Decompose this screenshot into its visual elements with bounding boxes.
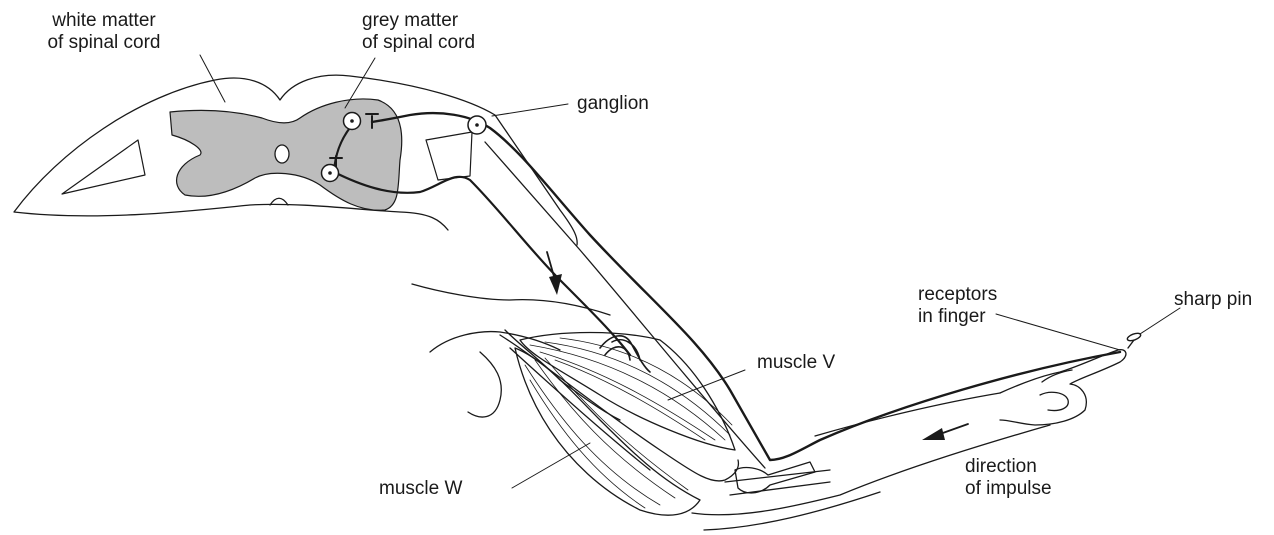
sensory-neurone-outer — [485, 142, 765, 468]
central-canal — [275, 145, 289, 163]
label-receptors: receptors in finger — [918, 284, 997, 328]
label-muscle-v: muscle V — [757, 352, 835, 374]
muscle-v-striations — [530, 338, 732, 440]
label-receptors-line1: receptors — [918, 284, 997, 306]
leader-receptors — [996, 314, 1120, 350]
leader-ganglion — [492, 104, 568, 116]
label-direction-line1: direction — [965, 456, 1052, 478]
label-grey-matter-line1: grey matter — [362, 10, 475, 32]
sharp-pin — [1126, 332, 1141, 348]
arm-lower-edge — [704, 492, 880, 530]
hand — [1000, 350, 1126, 425]
elbow-joint — [735, 462, 815, 493]
leader-sharp-pin — [1140, 308, 1180, 334]
label-receptors-line2: in finger — [918, 306, 997, 328]
thumb — [1040, 392, 1068, 410]
label-muscle-w: muscle W — [379, 478, 462, 500]
label-sharp-pin: sharp pin — [1174, 289, 1252, 311]
impulse-arrow-lower — [922, 424, 968, 440]
neurones — [322, 113, 1121, 469]
spinal-cord — [14, 75, 577, 245]
label-direction-line2: of impulse — [965, 478, 1052, 500]
label-ganglion: ganglion — [577, 93, 649, 115]
label-white-matter: white matter of spinal cord — [4, 10, 204, 54]
motor-end-plate — [600, 336, 650, 372]
label-white-matter-line2: of spinal cord — [4, 32, 204, 54]
cell-body-relay — [344, 113, 361, 130]
white-matter-tract-left — [62, 140, 145, 194]
label-direction: direction of impulse — [965, 456, 1052, 500]
cell-body-motor — [322, 165, 339, 182]
ganglion-cell-body — [468, 116, 486, 134]
sensory-neurone-fibre — [372, 113, 1120, 460]
white-matter-tract-right — [426, 132, 472, 180]
label-grey-matter: grey matter of spinal cord — [362, 10, 475, 54]
label-white-matter-line1: white matter — [4, 10, 204, 32]
label-grey-matter-line2: of spinal cord — [362, 32, 475, 54]
